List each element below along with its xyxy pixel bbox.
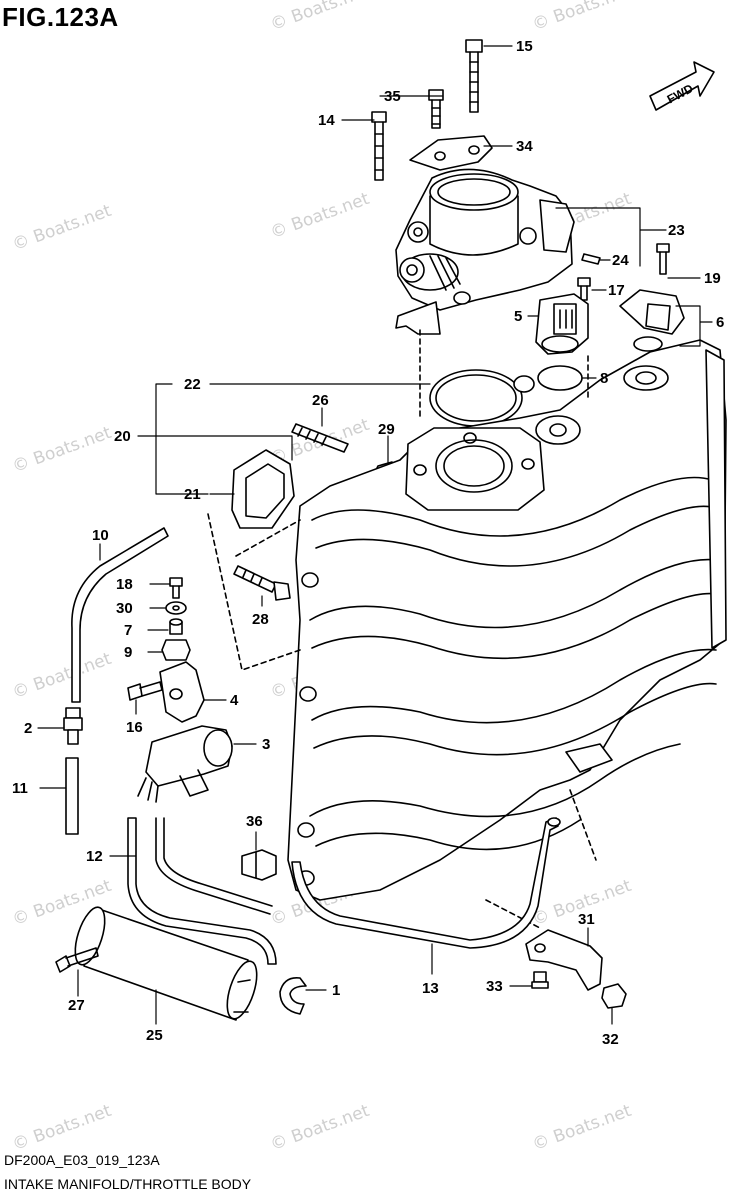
callout-32: 32	[602, 1031, 619, 1048]
sensor-6	[619, 243, 685, 352]
callout-6: 6	[716, 314, 724, 331]
screw-18	[169, 577, 183, 599]
intake-manifold	[287, 339, 727, 901]
callout-11: 11	[12, 780, 28, 797]
callout-14: 14	[318, 112, 335, 129]
screw-17	[577, 277, 591, 301]
callout-22: 22	[184, 376, 201, 393]
hose-12	[127, 817, 277, 965]
fwd-arrow-icon: FWD	[649, 61, 715, 111]
o-ring-8	[537, 365, 583, 391]
grommet-9	[161, 639, 191, 661]
callout-35: 35	[384, 88, 401, 105]
callout-30: 30	[116, 600, 133, 617]
solenoid-valve-3	[137, 725, 233, 803]
callout-20: 20	[114, 428, 131, 445]
callout-29: 29	[378, 421, 395, 438]
clip-36	[241, 849, 277, 881]
fitting-2	[63, 707, 83, 745]
callout-23: 23	[668, 222, 685, 239]
filter-25	[74, 906, 258, 1021]
callout-24: 24	[612, 252, 629, 269]
clip-32	[601, 983, 627, 1009]
bolt-33	[531, 971, 549, 989]
washer-30	[165, 601, 187, 615]
callout-9: 9	[124, 644, 132, 661]
plate-34	[409, 135, 493, 171]
callout-12: 12	[86, 848, 103, 865]
collar-7	[169, 618, 183, 635]
hose-11	[65, 757, 79, 835]
callout-21: 21	[184, 486, 201, 503]
clamp-1	[279, 976, 307, 1015]
callout-33: 33	[486, 978, 503, 995]
callout-16: 16	[126, 719, 143, 736]
stud-26	[291, 423, 349, 453]
callout-17: 17	[608, 282, 625, 299]
bolt-28	[233, 565, 291, 601]
bolt-14	[371, 111, 387, 181]
bracket-31	[525, 929, 603, 991]
callout-18: 18	[116, 576, 133, 593]
throttle-body	[371, 39, 601, 335]
hose-13	[291, 817, 561, 949]
callout-2: 2	[24, 720, 32, 737]
callout-13: 13	[422, 980, 439, 997]
callout-36: 36	[246, 813, 263, 830]
callout-19: 19	[704, 270, 721, 287]
bolt-15	[465, 39, 483, 113]
callout-1: 1	[332, 982, 340, 999]
callout-5: 5	[514, 308, 522, 325]
iac-valve-5	[535, 293, 589, 355]
callout-4: 4	[230, 692, 239, 709]
bolt-27	[55, 947, 99, 973]
callout-8: 8	[600, 370, 608, 387]
figure-code: DF200A_E03_019_123A	[4, 1152, 160, 1168]
callout-28: 28	[252, 611, 269, 628]
callout-3: 3	[262, 736, 270, 753]
callout-7: 7	[124, 622, 132, 639]
figure-caption: INTAKE MANIFOLD/THROTTLE BODY	[4, 1176, 252, 1192]
callout-31: 31	[578, 911, 595, 928]
callout-26: 26	[312, 392, 329, 409]
callout-34: 34	[516, 138, 533, 155]
bolt-16	[127, 681, 163, 701]
callout-25: 25	[146, 1027, 163, 1044]
gasket-21	[231, 449, 295, 529]
bolt-35	[428, 89, 444, 129]
bracket-4	[159, 661, 205, 723]
hose-10	[71, 527, 169, 703]
callout-10: 10	[92, 527, 109, 544]
figure-title: FIG.123A	[2, 2, 119, 32]
callout-27: 27	[68, 997, 85, 1014]
callout-15: 15	[516, 38, 533, 55]
